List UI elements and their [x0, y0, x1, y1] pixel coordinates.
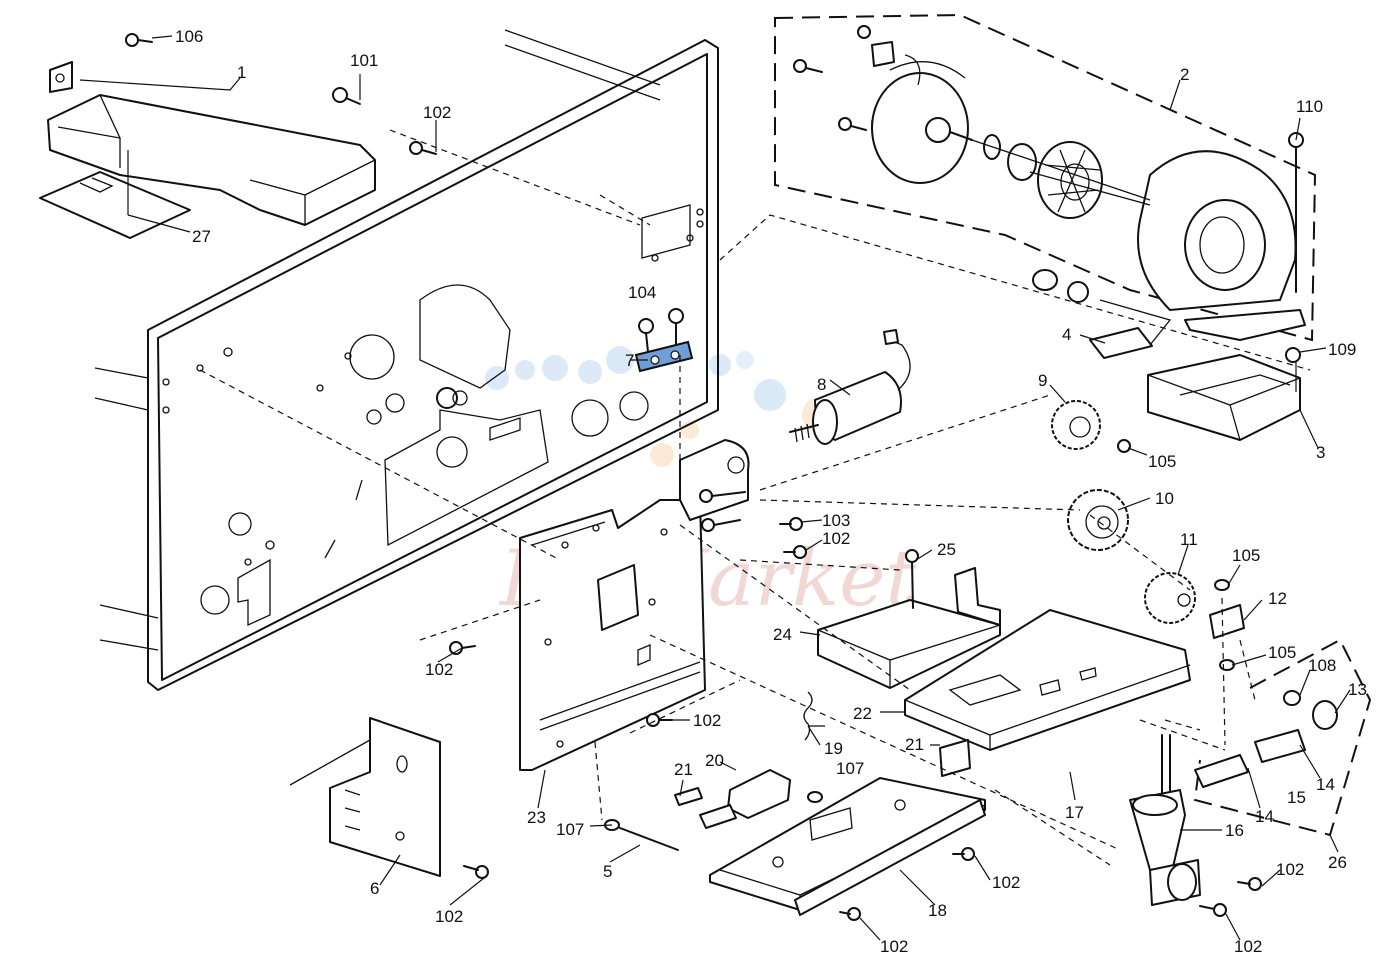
label-part-12: 12	[1268, 589, 1287, 608]
label-screw-105b: 105	[1232, 546, 1260, 565]
label-part-5: 5	[603, 862, 612, 881]
gear-set	[1051, 400, 1196, 624]
side-bracket	[289, 717, 441, 877]
label-part-7: 7	[625, 351, 634, 370]
part-labels: 1 2 3 4 5 6 7 8 9 10 11 12 13 14 14 15 1…	[175, 27, 1367, 956]
front-panel	[94, 29, 719, 691]
screw-set	[125, 33, 1262, 921]
blower-assembly	[774, 13, 1317, 342]
label-screw-101: 101	[350, 51, 378, 70]
label-part-11: 11	[1180, 530, 1198, 549]
label-screw-106: 106	[175, 27, 203, 46]
label-part-20: 20	[705, 751, 724, 770]
label-part-4: 4	[1062, 325, 1071, 344]
label-part-15: 15	[1287, 788, 1306, 807]
label-part-22: 22	[853, 704, 872, 723]
label-screw-102f: 102	[992, 873, 1020, 892]
label-part-1: 1	[237, 63, 246, 82]
carriage-frame	[817, 549, 1191, 777]
label-screw-102c: 102	[425, 660, 453, 679]
label-part-21b: 21	[905, 735, 924, 754]
label-part-6: 6	[370, 879, 379, 898]
label-part-18: 18	[928, 901, 947, 920]
label-screw-107a: 107	[556, 820, 584, 839]
label-screw-103: 103	[822, 511, 850, 530]
label-screw-102b: 102	[822, 529, 850, 548]
label-screw-102a: 102	[423, 103, 451, 122]
label-part-10: 10	[1155, 489, 1174, 508]
label-screw-108: 108	[1308, 656, 1336, 675]
label-screw-102e: 102	[435, 907, 463, 926]
label-part-13: 13	[1348, 680, 1367, 699]
bracket-7	[634, 308, 694, 373]
leader-lines	[79, 35, 1351, 941]
label-part-9: 9	[1038, 371, 1047, 390]
label-screw-102i: 102	[1234, 937, 1262, 956]
label-screw-102d: 102	[693, 711, 721, 730]
label-part-14b: 14	[1316, 775, 1335, 794]
label-screw-104: 104	[628, 283, 656, 302]
label-part-16: 16	[1225, 821, 1244, 840]
label-screw-102h: 102	[1276, 860, 1304, 879]
label-part-26: 26	[1328, 853, 1347, 872]
label-part-27: 27	[192, 227, 211, 246]
label-screw-105c: 105	[1268, 643, 1296, 662]
shaft-assembly	[994, 579, 1372, 906]
label-part-14a: 14	[1255, 807, 1274, 826]
label-screw-110: 110	[1296, 97, 1323, 116]
label-part-8: 8	[817, 375, 826, 394]
label-screw-102g: 102	[880, 937, 908, 956]
drive-motor	[789, 329, 911, 445]
label-part-2: 2	[1180, 65, 1189, 84]
label-screw-107b: 107	[836, 759, 864, 778]
label-screw-109: 109	[1328, 340, 1356, 359]
label-part-24: 24	[773, 625, 792, 644]
label-part-23: 23	[527, 808, 546, 827]
label-part-19: 19	[824, 739, 843, 758]
chassis-plate	[519, 439, 750, 771]
label-part-21a: 21	[674, 760, 693, 779]
label-part-17: 17	[1065, 803, 1084, 822]
label-part-25: 25	[937, 540, 956, 559]
label-part-3: 3	[1316, 443, 1325, 462]
label-screw-105a: 105	[1148, 452, 1176, 471]
